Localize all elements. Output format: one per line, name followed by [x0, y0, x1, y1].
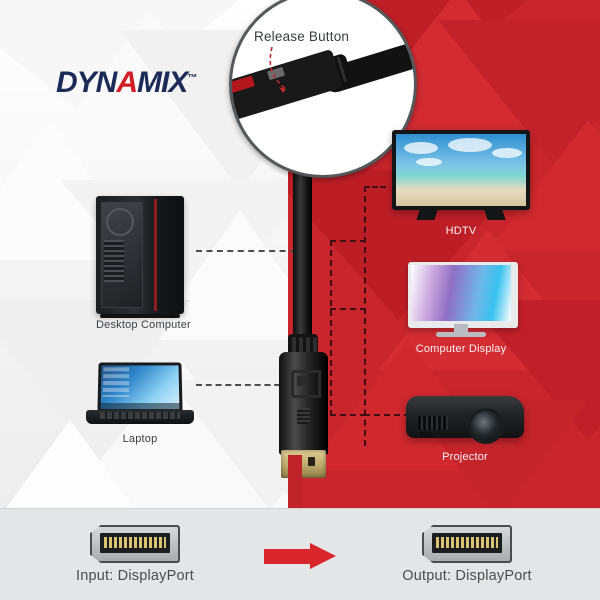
laptop-caption: Laptop — [122, 433, 158, 445]
dash-trunk-vertical — [364, 186, 366, 446]
output-port-label: Output: DisplayPort — [402, 568, 532, 584]
device-desktop-computer: Desktop Computer — [96, 196, 191, 331]
dash-branch-bottom — [330, 414, 366, 416]
connector-grip — [297, 408, 310, 424]
desktop-computer-caption: Desktop Computer — [96, 319, 191, 331]
dash-branch-vertical — [330, 240, 332, 416]
device-computer-display: Computer Display — [408, 262, 518, 355]
hdtv-icon — [392, 130, 530, 220]
dynamix-logo: DYNAMIX™ — [56, 66, 197, 99]
right-arrow-icon — [264, 543, 336, 569]
projector-icon — [406, 392, 524, 446]
displayport-connector-head — [279, 352, 328, 455]
projector-caption: Projector — [442, 451, 488, 463]
dash-branch-top — [330, 240, 366, 242]
device-projector: Projector — [406, 392, 524, 463]
device-laptop: Laptop — [86, 362, 194, 445]
trademark-symbol: ™ — [187, 73, 197, 84]
displayport-logo-icon — [291, 370, 321, 398]
displayport-cable — [293, 150, 312, 345]
release-button-callout: Release Button — [229, 0, 417, 178]
callout-label: Release Button — [254, 29, 350, 44]
computer-display-caption: Computer Display — [415, 343, 507, 355]
input-port-label: Input: DisplayPort — [75, 568, 195, 584]
red-accent-strip — [288, 455, 302, 508]
monitor-icon — [408, 262, 518, 338]
dash-branch-middle — [330, 308, 366, 310]
output-port-group: Output: DisplayPort — [372, 525, 562, 584]
logo-part-2: MIX — [137, 66, 188, 99]
callout-pointer-arrow — [269, 47, 287, 93]
dash-laptop-to-cable — [196, 384, 290, 386]
device-hdtv: HDTV — [392, 130, 530, 237]
dash-desktop-to-cable — [196, 250, 296, 252]
laptop-icon — [86, 362, 194, 428]
dash-to-projector — [364, 414, 410, 416]
displayport-connector-icon-input — [90, 525, 180, 563]
bottom-spec-bar: Input: DisplayPort Output: DisplayPort — [0, 508, 600, 600]
input-port-group: Input: DisplayPort — [40, 525, 230, 584]
hdtv-caption: HDTV — [445, 225, 477, 237]
logo-accent-letter: A — [116, 66, 138, 99]
desktop-tower-icon — [96, 196, 184, 318]
dash-to-hdtv — [364, 186, 386, 188]
displayport-connector-icon-output — [422, 525, 512, 563]
logo-part-1: DYN — [56, 66, 117, 99]
